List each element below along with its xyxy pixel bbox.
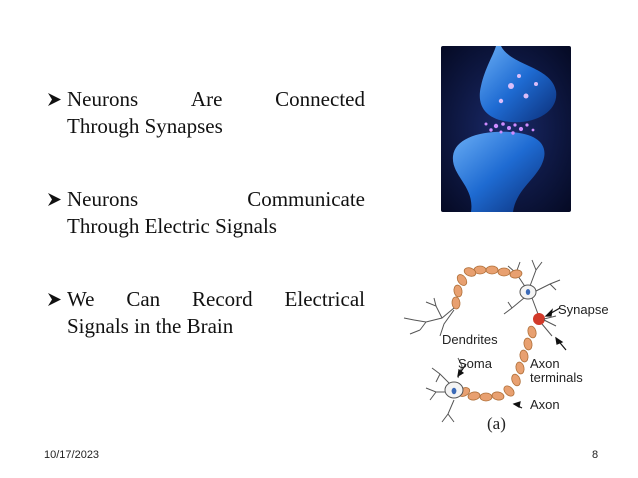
synapse-dot: [533, 313, 545, 325]
label-axon: Axon: [530, 397, 560, 412]
bullet-item-1: Neurons Are Connected Through Synapses: [47, 86, 365, 140]
synapse-illustration-image: [441, 46, 571, 212]
bullet-line-1: Neurons Are Connected: [67, 86, 365, 113]
label-axon-terminals-2: terminals: [530, 370, 583, 385]
bullet-list: Neurons Are Connected Through Synapses N…: [47, 86, 365, 386]
label-soma: Soma: [458, 356, 493, 371]
arrow-bullet-icon: [48, 293, 61, 306]
bullet-line-2: Through Electric Signals: [67, 214, 277, 238]
word: Connected: [275, 87, 365, 111]
word: Can: [126, 287, 161, 311]
arrow-bullet-icon: [48, 193, 61, 206]
bullet-line-2: Signals in the Brain: [67, 314, 234, 338]
word: Neurons: [67, 87, 139, 111]
word: We: [67, 287, 95, 311]
page-number: 8: [592, 449, 599, 461]
label-dendrites: Dendrites: [442, 332, 498, 347]
label-axon-terminals-1: Axon: [530, 356, 560, 371]
bullet-line-1: Neurons Communicate: [67, 186, 365, 213]
bullet-line-1: We Can Record Electrical: [67, 286, 365, 313]
footer-date: 10/17/2023: [44, 449, 100, 461]
word: Are: [190, 87, 223, 111]
word: Communicate: [247, 187, 365, 211]
upper-axon-myelin: [451, 265, 523, 310]
bullet-item-2: Neurons Communicate Through Electric Sig…: [47, 186, 365, 240]
upper-nucleus: [525, 289, 531, 295]
diagram-caption: (a): [487, 414, 506, 433]
lower-nucleus: [451, 387, 457, 395]
left-dendrites: [403, 297, 455, 337]
lower-axon-myelin: [457, 325, 537, 402]
neuron-diagram: Synapse Dendrites Soma Axon terminals Ax…: [403, 259, 609, 423]
bullet-line-2: Through Synapses: [67, 114, 223, 138]
label-arrows: [457, 307, 567, 409]
arrow-bullet-icon: [48, 93, 61, 106]
label-synapse: Synapse: [558, 302, 609, 317]
word: Record: [192, 287, 253, 311]
word: Electrical: [284, 287, 365, 311]
axon-terminal-branches: [541, 315, 557, 337]
word: Neurons: [67, 187, 139, 211]
bullet-item-3: We Can Record Electrical Signals in the …: [47, 286, 365, 340]
